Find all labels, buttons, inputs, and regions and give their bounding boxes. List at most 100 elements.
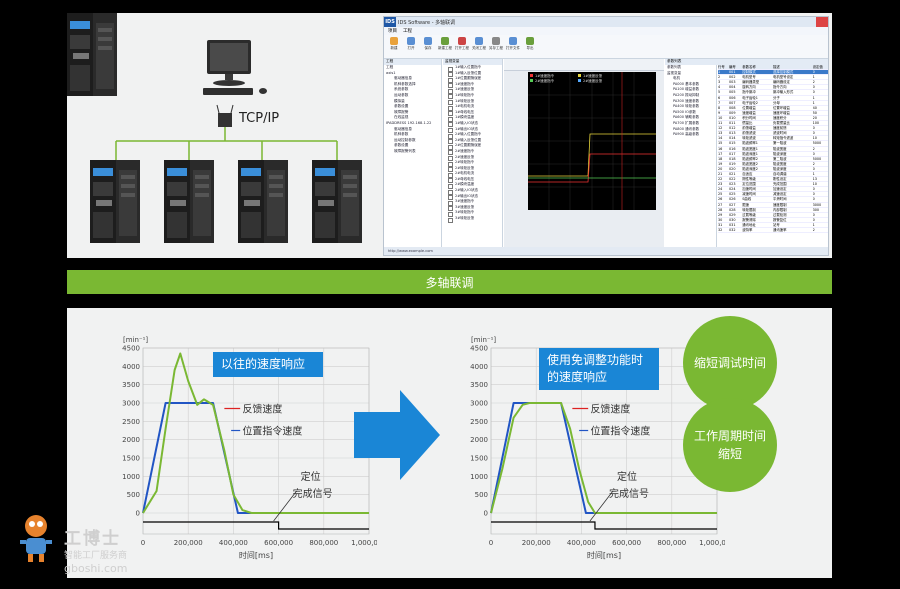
tree-item[interactable]: 在线监视 [394, 115, 409, 120]
tree-item[interactable]: 驱动器信息 [394, 76, 412, 81]
monitor-variable-checkbox[interactable]: 1#速度指令 [443, 82, 502, 88]
ribbon-button[interactable]: 另存工程 [489, 37, 503, 55]
monitor-variable-checkbox[interactable]: 1#速度反馈 [443, 87, 502, 94]
tree-item[interactable]: axis1 [386, 70, 396, 75]
tree-item[interactable]: 参数设置 [394, 104, 409, 109]
tree-item[interactable]: 模拟量 [394, 98, 405, 103]
monitor-variable-checkbox[interactable]: 2#转矩反馈 [443, 166, 502, 172]
ribbon-button[interactable]: 打开文件 [506, 37, 520, 55]
tree-item[interactable]: IPADDRESS 192.168.1.22 [386, 120, 432, 125]
close-icon[interactable] [816, 17, 828, 27]
menu-project[interactable]: 项目 [388, 29, 397, 34]
monitor-variable-checkbox[interactable]: 2#输入反馈位置 [443, 138, 502, 144]
tree-item[interactable]: 驱动器信息 [394, 126, 412, 131]
monitor-variable-checkbox[interactable]: 1#输入反馈位置 [443, 71, 502, 77]
monitor-variable-checkbox[interactable]: 2#速度反馈 [443, 155, 502, 161]
monitor-variable-checkbox[interactable]: 1#输入IO状态 [443, 121, 502, 127]
ribbon-button[interactable]: 新建 [387, 37, 401, 55]
param-tree-item[interactable]: 监视变量 [667, 70, 681, 75]
monitor-variable-checkbox[interactable]: 1#电机电流 [443, 104, 502, 111]
tree-item[interactable]: 故障报警 [394, 109, 409, 114]
param-tree-item[interactable]: PA800 通讯参数 [673, 126, 700, 131]
ribbon-button[interactable]: 保存 [421, 37, 435, 55]
tree-item[interactable]: 运动参数 [394, 92, 409, 97]
param-tree-item[interactable]: PA300 速度参数 [673, 98, 700, 103]
param-tree-item[interactable]: PA700 扩展参数 [673, 120, 700, 125]
param-tree-item[interactable]: PA100 增益参数 [673, 87, 700, 92]
ribbon-button[interactable]: 导出 [523, 37, 537, 55]
monitor-variable-checkbox[interactable]: 2#输入IO状态 [443, 188, 502, 195]
param-tree-item[interactable]: 参数列表 [667, 65, 681, 69]
param-column-header[interactable]: 描述 [772, 65, 780, 69]
monitor-variable-checkbox[interactable]: 2#母线电压 [443, 177, 502, 183]
monitor-variable-checkbox[interactable]: 3#速度反馈 [443, 205, 502, 211]
tree-item[interactable]: 机种参数 [394, 132, 409, 137]
tree-item[interactable]: 机种参数选择 [394, 81, 416, 86]
monitor-variable-checkbox[interactable]: 2#输入位置指令 [443, 132, 502, 139]
monitor-variable-checkbox[interactable]: 2#电机电流 [443, 171, 502, 178]
param-tree-item[interactable]: 电机 [673, 76, 680, 81]
tree-item[interactable]: 运动控制参数 [394, 137, 416, 142]
param-tree-item[interactable]: PA500 IO参数 [673, 109, 696, 114]
monitor-variable-checkbox[interactable]: 2#模块温度 [443, 182, 502, 189]
ribbon-button[interactable]: 打开工程 [455, 37, 469, 55]
monitor-variable-checkbox[interactable]: 1#转矩反馈 [443, 99, 502, 105]
monitor-variable-checkbox[interactable]: 3#转矩指令 [443, 210, 502, 217]
monitor-variable-checkbox[interactable]: 1#输入位置指令 [443, 65, 502, 72]
ribbon-button[interactable]: 关闭工程 [472, 37, 486, 55]
monitor-variable-checkbox[interactable]: 1#母线电压 [443, 110, 502, 116]
param-tree-item[interactable]: PA400 转矩参数 [673, 104, 700, 109]
param-tree-item[interactable]: PA200 振动抑制 [673, 92, 700, 97]
tree-item[interactable]: 故障报警列表 [394, 148, 416, 153]
monitor-variable-checkbox[interactable]: 1#模块温度 [443, 115, 502, 122]
tree-item[interactable]: 参数设置 [394, 143, 409, 148]
monitor-variable-checkbox[interactable]: 1#位置跟随误差 [443, 76, 502, 83]
param-column-header[interactable]: 行号 [718, 65, 725, 69]
monitor-variable-checkbox[interactable]: 2#转矩指令 [443, 160, 502, 167]
tree-item[interactable]: 系统参数 [394, 87, 409, 92]
param-tree-item[interactable]: PA600 辅助参数 [673, 115, 700, 120]
param-column-header[interactable]: 参数名称 [742, 65, 756, 69]
monitor-variable-checkbox[interactable]: 1#输出IO状态 [443, 127, 502, 133]
param-column-header[interactable]: 编号 [729, 65, 736, 69]
monitor-variable-checkbox[interactable]: 2#速度指令 [443, 149, 502, 155]
monitor-variable-checkbox[interactable]: 2#位置跟随误差 [443, 143, 502, 150]
monitor-variable-checkbox[interactable]: 1#转矩指令 [443, 93, 502, 100]
param-column-header[interactable]: 设定值 [812, 65, 823, 69]
tree-item[interactable]: 工程 [386, 65, 394, 69]
ribbon-button[interactable]: 新建工程 [438, 37, 452, 55]
ribbon-button[interactable]: 打开 [404, 37, 418, 55]
param-tree-item[interactable]: PA900 高级参数 [673, 132, 700, 137]
menu-engineering[interactable]: 工程 [403, 29, 412, 34]
monitor-variable-checkbox[interactable]: 2#输出IO状态 [443, 194, 502, 200]
